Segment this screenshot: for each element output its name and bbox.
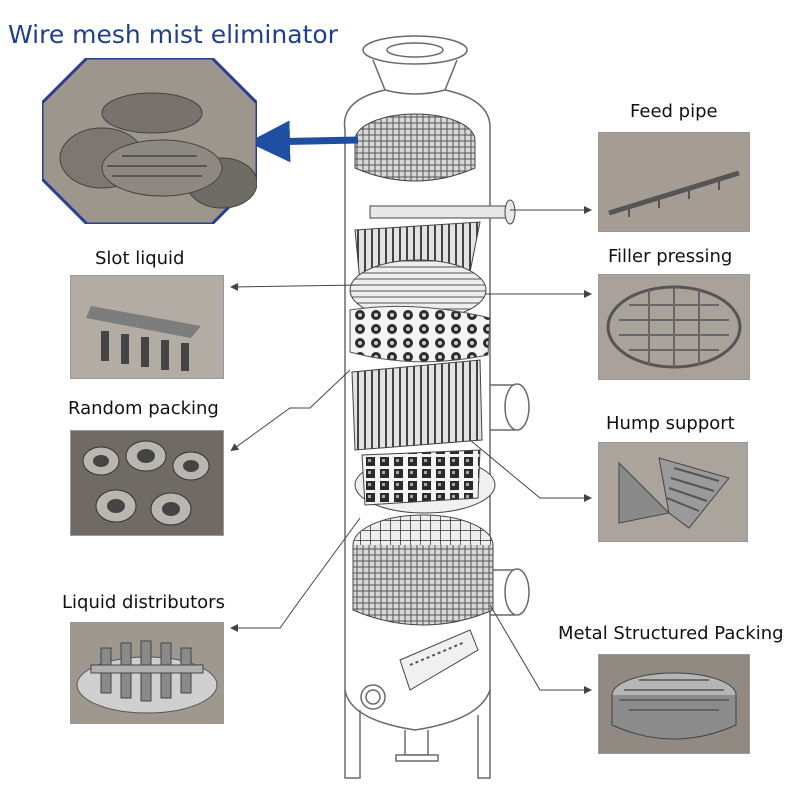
tower-shell	[343, 35, 530, 779]
tower-internals	[349, 113, 516, 691]
leader-lines	[230, 206, 592, 694]
filler-pressing-photo	[598, 274, 750, 380]
blue-arrow	[248, 120, 359, 163]
diagram-title: Wire mesh mist eliminator	[8, 20, 338, 49]
wire-mesh-photo	[40, 56, 259, 226]
metal-structured-packing-photo	[598, 654, 750, 754]
label-liquid-distributors: Liquid distributors	[62, 592, 225, 613]
label-hump-support: Hump support	[606, 413, 735, 434]
hump-support	[351, 359, 483, 451]
random-packing-bed	[349, 305, 491, 363]
liquid-distributors-photo	[70, 622, 224, 724]
random-packing-photo	[70, 430, 224, 536]
label-random-packing: Random packing	[68, 398, 219, 419]
label-feed-pipe: Feed pipe	[630, 101, 718, 122]
gas-inlet-pipe	[399, 629, 479, 691]
label-slot-liquid: Slot liquid	[95, 248, 185, 269]
slot-liquid-photo	[70, 275, 224, 379]
feed-pipe	[369, 205, 511, 219]
feed-pipe-photo	[598, 132, 750, 232]
label-filler-pressing: Filler pressing	[608, 246, 733, 267]
hump-support-photo	[598, 442, 748, 542]
label-metal-structured-packing: Metal Structured Packing	[558, 623, 784, 644]
